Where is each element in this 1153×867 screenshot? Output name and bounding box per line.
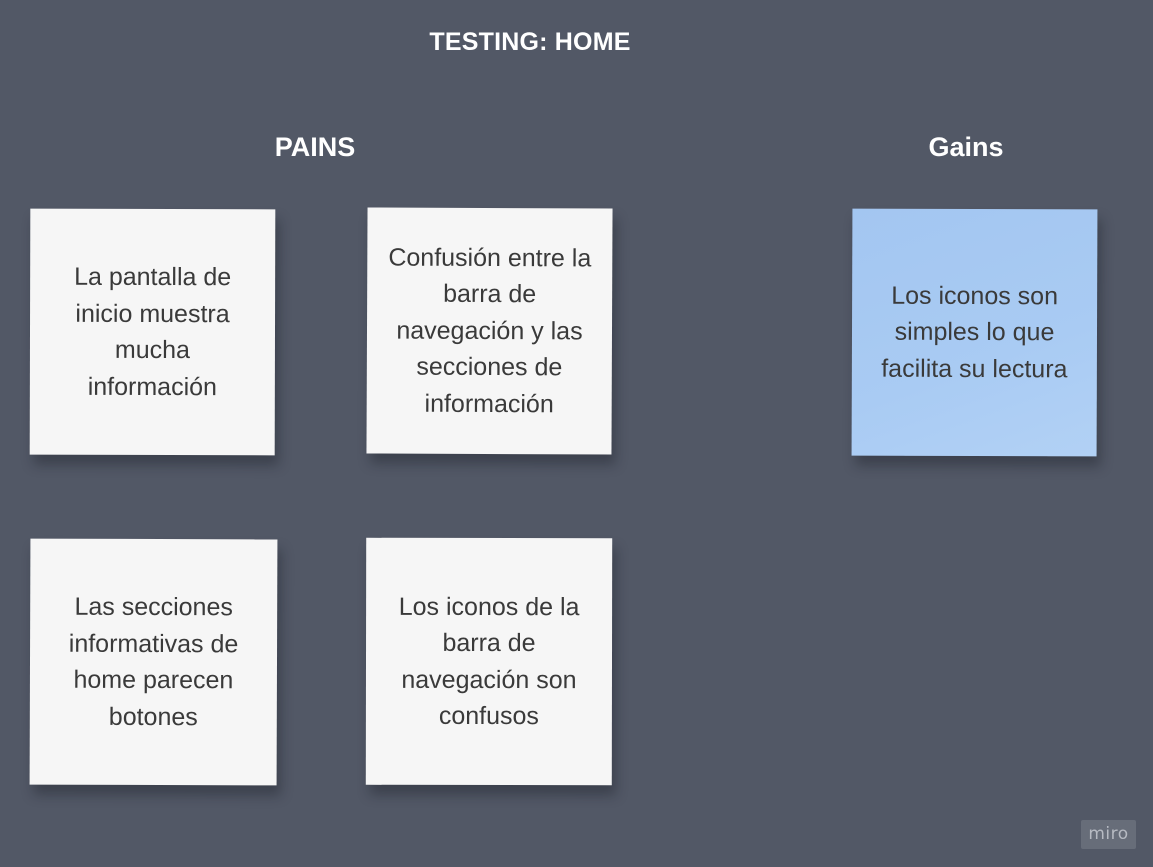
sticky-note-text: Los iconos son simples lo que facilita s… bbox=[881, 281, 1068, 384]
sticky-note-gain[interactable]: Los iconos son simples lo que facilita s… bbox=[851, 208, 1098, 457]
sticky-note-text: Los iconos de la barra de navegación son… bbox=[398, 592, 580, 731]
sticky-note[interactable]: Confusión entre la barra de navegación y… bbox=[366, 207, 613, 455]
sticky-note-text: Confusión entre la barra de navegación y… bbox=[388, 243, 592, 419]
sticky-note-text: Las secciones informativas de home parec… bbox=[68, 592, 239, 731]
pains-column-title: PAINS bbox=[274, 132, 356, 162]
sticky-note-text: La pantalla de inicio muestra mucha info… bbox=[74, 262, 232, 401]
sticky-note[interactable]: Las secciones informativas de home parec… bbox=[29, 538, 278, 786]
gains-column-title: Gains bbox=[928, 132, 1004, 162]
sticky-note[interactable]: Los iconos de la barra de navegación son… bbox=[365, 537, 613, 786]
miro-logo: miro bbox=[1081, 820, 1136, 849]
sticky-note[interactable]: La pantalla de inicio muestra mucha info… bbox=[29, 208, 276, 456]
board-title: TESTING: HOME bbox=[429, 28, 631, 56]
